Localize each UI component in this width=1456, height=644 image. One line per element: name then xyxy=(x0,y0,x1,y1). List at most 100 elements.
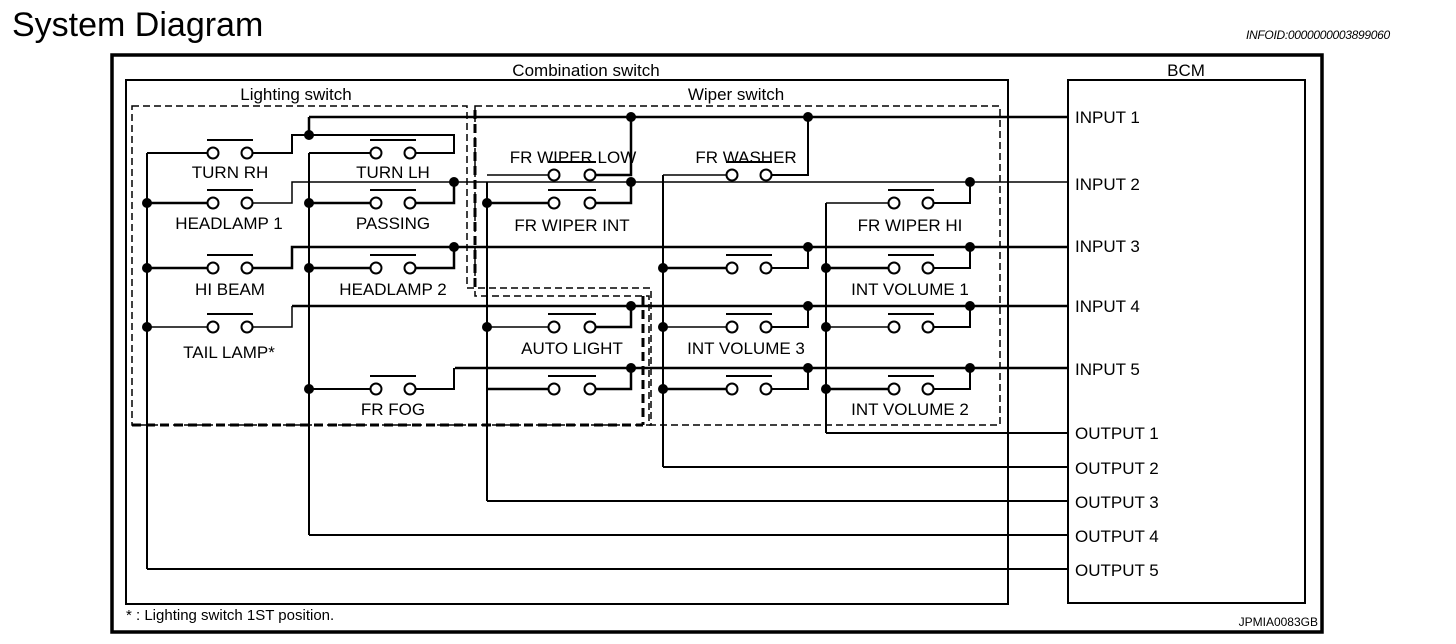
junction-dot xyxy=(626,363,636,373)
junction-dot xyxy=(142,322,152,332)
fr-wiper-int-right xyxy=(592,182,633,205)
junction-dot xyxy=(965,242,975,252)
bcm-output-5: OUTPUT 5 xyxy=(1075,561,1159,580)
contact-terminal xyxy=(547,382,561,396)
junction-dot xyxy=(142,263,152,273)
contact-terminal xyxy=(369,196,383,210)
switch-headlamp-2 xyxy=(369,254,417,275)
contact-terminal xyxy=(369,382,383,396)
junction-dot xyxy=(304,198,314,208)
contact-terminal xyxy=(547,320,561,334)
contact-terminal xyxy=(921,261,935,275)
contact-terminal xyxy=(206,261,220,275)
junction-dot xyxy=(965,363,975,373)
junction-dot xyxy=(803,112,813,122)
switch-auto-light xyxy=(547,313,597,334)
contact-terminal xyxy=(240,196,254,210)
contact-terminal xyxy=(206,320,220,334)
figure-id: JPMIA0083GB xyxy=(1239,615,1318,629)
bcm-input-4: INPUT 4 xyxy=(1075,297,1140,316)
junction-dot xyxy=(965,301,975,311)
switch-label-fr-wiper-low: FR WIPER LOW xyxy=(510,148,637,167)
junction-dot xyxy=(482,322,492,332)
switch-label-fr-wiper-hi: FR WIPER HI xyxy=(858,216,963,235)
junction-dot xyxy=(803,301,813,311)
bcm-output-2: OUTPUT 2 xyxy=(1075,459,1159,478)
headlamp-1-right xyxy=(253,181,454,204)
contact-terminal xyxy=(206,196,220,210)
junction-dot xyxy=(658,263,668,273)
switch-label-fr-wiper-int: FR WIPER INT xyxy=(514,216,629,235)
junction-dot xyxy=(449,242,459,252)
switch-auto-light-2 xyxy=(547,375,597,396)
junction-dot xyxy=(304,130,314,140)
contact-terminal xyxy=(725,168,739,182)
contact-terminal xyxy=(887,320,901,334)
switch-int-volume-1 xyxy=(887,254,935,275)
switch-fr-fog xyxy=(369,375,417,396)
bcm-input-1: INPUT 1 xyxy=(1075,108,1140,127)
junction-dot xyxy=(803,363,813,373)
switch-fr-wiper-hi xyxy=(887,189,935,210)
junction-dot xyxy=(658,384,668,394)
switch-label-int-volume-3: INT VOLUME 3 xyxy=(687,339,805,358)
fr-washer-right xyxy=(768,117,809,176)
int-c-right xyxy=(930,306,971,328)
contact-terminal xyxy=(369,146,383,160)
contact-terminal xyxy=(759,168,773,182)
int-volume-1-right xyxy=(930,247,971,269)
switch-label-tail-lamp: TAIL LAMP* xyxy=(183,343,275,362)
contact-terminal xyxy=(921,382,935,396)
switch-fr-wiper-low xyxy=(547,161,597,182)
footnote: * : Lighting switch 1ST position. xyxy=(126,607,334,624)
junction-dot xyxy=(304,384,314,394)
switch-label-fr-washer: FR WASHER xyxy=(695,148,796,167)
switch-headlamp-1 xyxy=(206,189,254,210)
junction-dot xyxy=(821,384,831,394)
wiper-switch-label: Wiper switch xyxy=(688,85,784,104)
contact-terminal xyxy=(887,196,901,210)
bcm-input-5: INPUT 5 xyxy=(1075,360,1140,379)
switch-int-volume-3 xyxy=(725,313,773,334)
contact-terminal xyxy=(547,196,561,210)
switch-int-a xyxy=(725,254,773,275)
contact-terminal xyxy=(583,196,597,210)
fr-wiper-low-right xyxy=(592,117,633,177)
auto-light-right xyxy=(592,306,633,329)
junction-dot xyxy=(821,263,831,273)
contact-terminal xyxy=(240,320,254,334)
combination-switch-label: Combination switch xyxy=(512,61,659,80)
contact-terminal xyxy=(583,382,597,396)
contact-terminal xyxy=(403,146,417,160)
int-volume-2-right xyxy=(930,368,971,390)
switch-hi-beam xyxy=(206,254,254,275)
bcm-label: BCM xyxy=(1167,61,1205,80)
junction-dot xyxy=(821,322,831,332)
contact-terminal xyxy=(240,146,254,160)
junction-dot xyxy=(626,112,636,122)
contact-terminal xyxy=(759,320,773,334)
junction-dot xyxy=(658,322,668,332)
contact-terminal xyxy=(583,320,597,334)
contact-terminal xyxy=(759,382,773,396)
contact-terminal xyxy=(240,261,254,275)
switch-label-hi-beam: HI BEAM xyxy=(195,280,265,299)
tail-lamp-right xyxy=(253,306,293,328)
outer-frame xyxy=(110,53,1324,634)
junction-dot xyxy=(626,301,636,311)
contact-terminal xyxy=(583,168,597,182)
switch-int-b xyxy=(725,375,773,396)
wiper-switch-boundary-inner xyxy=(473,110,645,425)
switch-turn-rh xyxy=(206,139,254,160)
contact-terminal xyxy=(725,261,739,275)
lighting-switch-label: Lighting switch xyxy=(240,85,352,104)
junction-dot xyxy=(142,198,152,208)
contact-terminal xyxy=(547,168,561,182)
int-volume-3-right xyxy=(768,306,809,328)
junction-dot xyxy=(304,263,314,273)
junction-dot xyxy=(449,177,459,187)
info-id: INFOID:0000000003899060 xyxy=(1246,28,1390,42)
turn-rh-right xyxy=(253,134,309,154)
contact-terminal xyxy=(725,382,739,396)
auto-light-2-right xyxy=(592,368,633,391)
